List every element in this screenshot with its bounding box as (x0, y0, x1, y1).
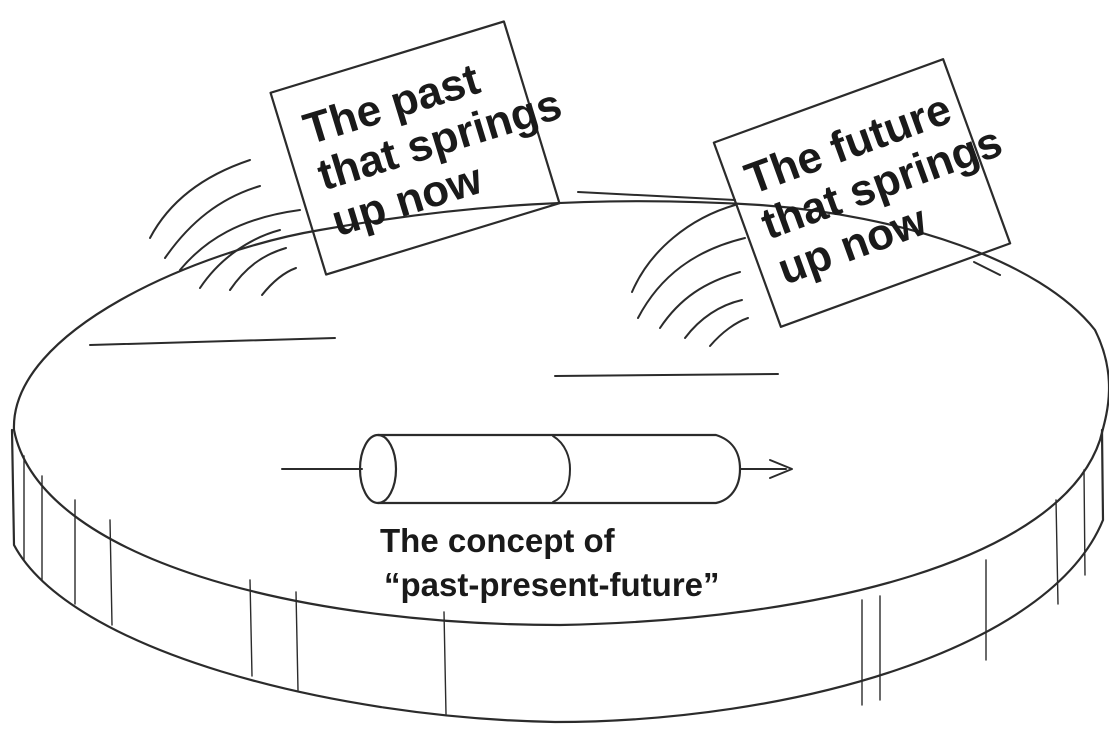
future-motion-lines (632, 205, 748, 346)
caption-line-1: The concept of (380, 522, 616, 559)
future-sign: The future that springs up now (714, 50, 1035, 326)
disc (12, 192, 1109, 722)
past-sign: The past that springs up now (271, 13, 588, 275)
caption-line-2: “past-present-future” (384, 566, 720, 603)
